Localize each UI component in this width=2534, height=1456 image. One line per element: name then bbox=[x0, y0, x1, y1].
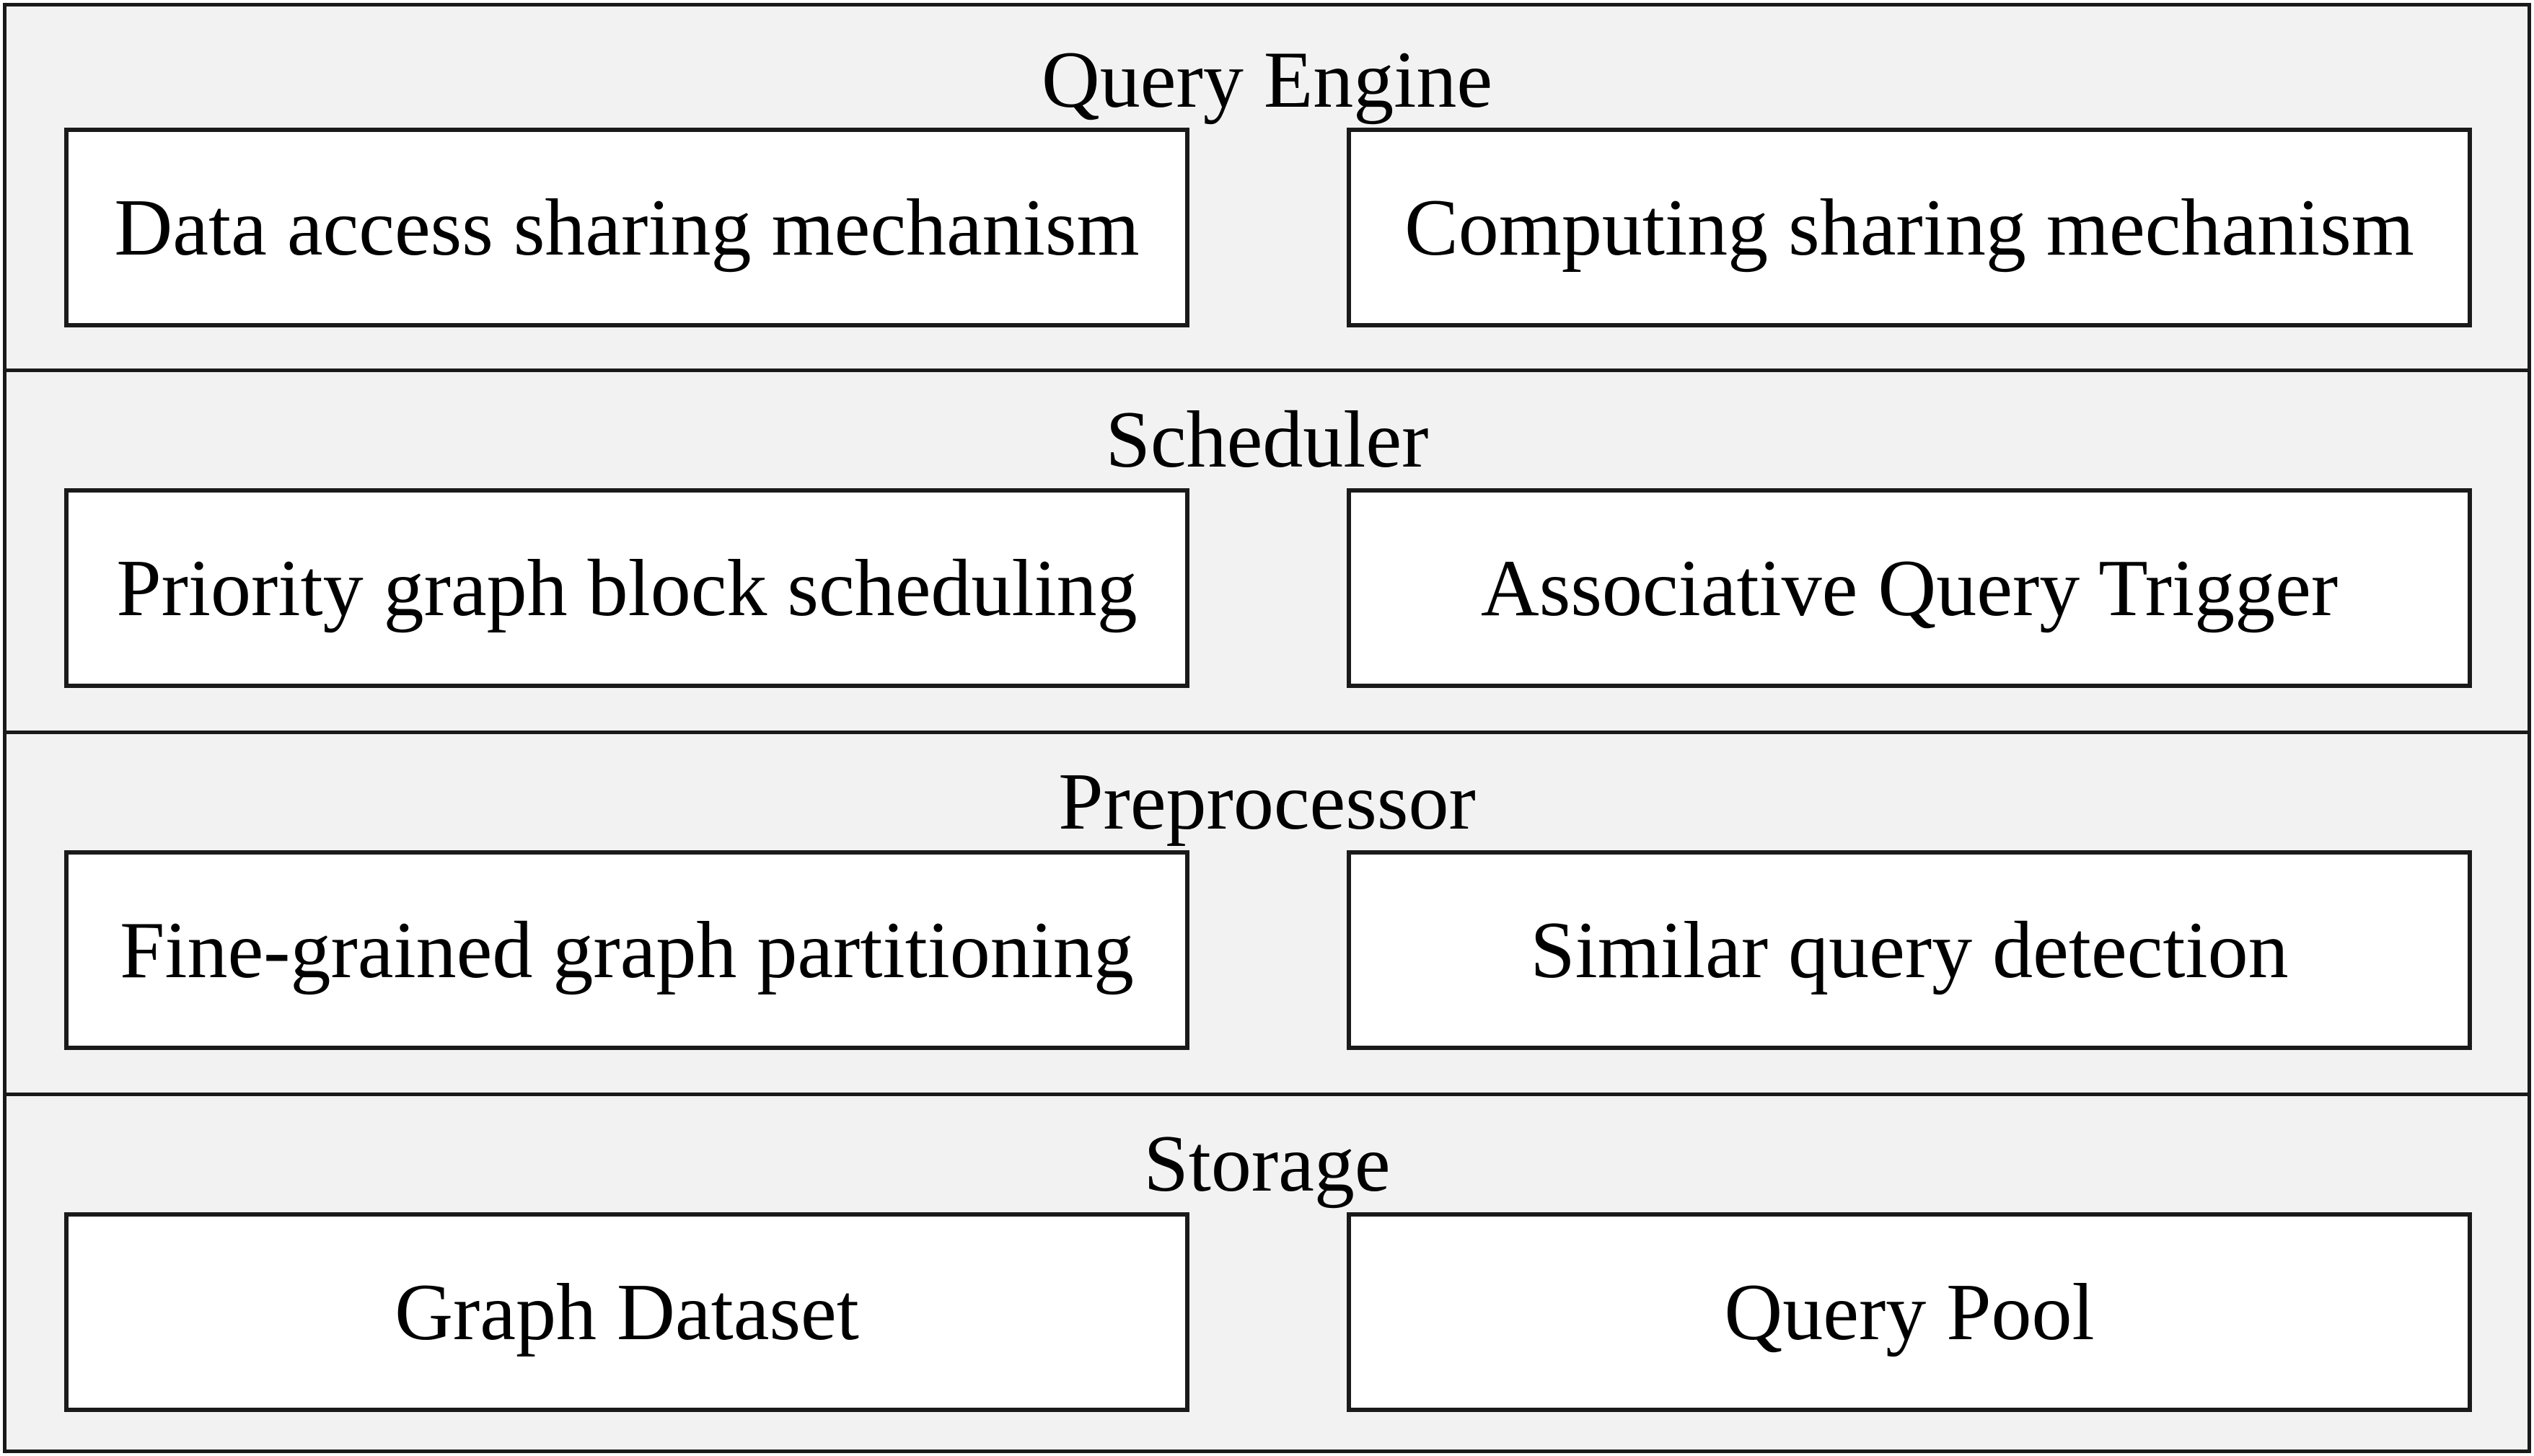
layer-title-scheduler: Scheduler bbox=[1105, 395, 1429, 485]
component-query-pool: Query Pool bbox=[1347, 1212, 2472, 1412]
component-computing-sharing-mechanism: Computing sharing mechanism bbox=[1347, 128, 2472, 327]
component-associative-query-trigger: Associative Query Trigger bbox=[1347, 488, 2472, 688]
layer-scheduler: Scheduler Priority graph block schedulin… bbox=[6, 369, 2528, 731]
component-similar-query-detection: Similar query detection bbox=[1347, 850, 2472, 1050]
layer-title-storage: Storage bbox=[1143, 1119, 1391, 1209]
component-data-access-sharing-mechanism: Data access sharing mechanism bbox=[64, 128, 1189, 327]
component-priority-graph-block-scheduling: Priority graph block scheduling bbox=[64, 488, 1189, 688]
layer-query-engine: Query Engine Data access sharing mechani… bbox=[6, 6, 2528, 369]
component-graph-dataset: Graph Dataset bbox=[64, 1212, 1189, 1412]
layer-storage: Storage Graph Dataset Query Pool bbox=[6, 1093, 2528, 1450]
component-fine-grained-graph-partitioning: Fine-grained graph partitioning bbox=[64, 850, 1189, 1050]
layer-title-query-engine: Query Engine bbox=[1041, 35, 1493, 125]
layer-title-preprocessor: Preprocessor bbox=[1058, 757, 1476, 847]
layer-preprocessor: Preprocessor Fine-grained graph partitio… bbox=[6, 731, 2528, 1093]
architecture-diagram: Query Engine Data access sharing mechani… bbox=[3, 3, 2531, 1453]
